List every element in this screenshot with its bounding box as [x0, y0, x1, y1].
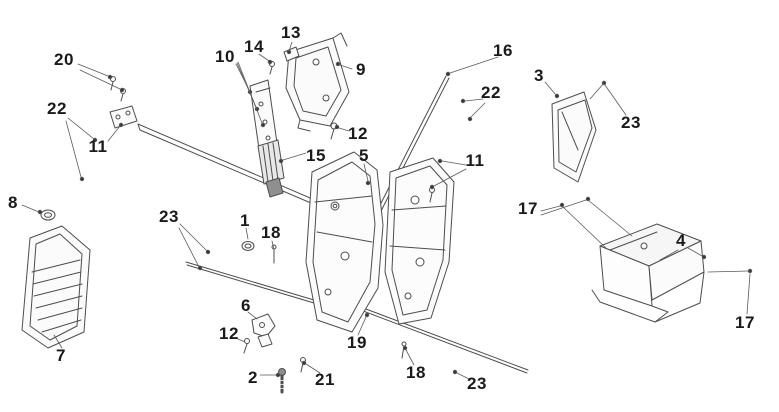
part-9-bracket-plate — [285, 32, 350, 132]
part-5-center-panel — [305, 151, 384, 333]
part-18-left-screw — [271, 244, 277, 264]
rod-center-short — [185, 261, 315, 304]
leader-lines — [21, 41, 753, 380]
rod-bottom-long — [349, 302, 529, 374]
part-15-ribbed-pad — [257, 139, 285, 198]
part-7-pillar-cover — [21, 225, 91, 349]
part-3-side-cover — [551, 91, 597, 183]
part-11-left-bracket — [109, 105, 138, 129]
part-8-grommet — [40, 209, 56, 221]
part-6-hook-bracket — [251, 313, 276, 348]
part-19-rear-panel — [384, 157, 455, 325]
part-12-bottom-screw — [243, 338, 250, 354]
part-1-washer — [241, 241, 255, 251]
part-4-bracket-box — [591, 223, 705, 323]
part-2-bolt — [278, 368, 286, 394]
